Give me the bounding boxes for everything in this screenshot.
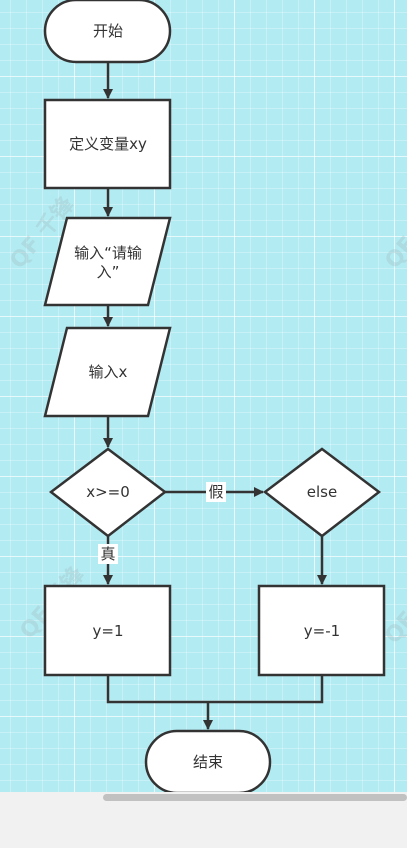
edge-label-true-text: 真 xyxy=(100,545,115,563)
node-prompt-input-label-line2: 入” xyxy=(97,263,120,281)
node-assign-negative-label: y=-1 xyxy=(304,622,340,640)
horizontal-scrollbar-thumb[interactable] xyxy=(103,794,407,801)
node-assign-negative[interactable]: y=-1 xyxy=(257,584,386,677)
node-input-x-label: 输入x xyxy=(89,363,128,381)
edge-label-false: 假 xyxy=(206,482,226,502)
node-define-variables-label: 定义变量xy xyxy=(69,135,147,153)
node-prompt-input-label-line1: 输入“请输 xyxy=(74,244,142,262)
node-assign-positive[interactable]: y=1 xyxy=(43,584,172,677)
node-start-label: 开始 xyxy=(93,22,123,40)
node-start[interactable]: 开始 xyxy=(43,0,172,64)
svg-text:QF: QF xyxy=(380,232,407,274)
node-else-label: else xyxy=(307,483,337,501)
node-define-variables[interactable]: 定义变量xy xyxy=(43,98,172,190)
node-end[interactable]: 结束 xyxy=(144,729,272,792)
edge-label-false-text: 假 xyxy=(208,483,223,501)
edge-assign-pos-to-join xyxy=(106,675,324,704)
node-condition[interactable]: x>=0 xyxy=(48,447,168,538)
flowchart-diagram: QF 千锋 QF 千锋 QF QF 假 真 xyxy=(5,0,407,792)
node-assign-positive-label: y=1 xyxy=(93,622,124,640)
flowchart-canvas[interactable]: QF 千锋 QF 千锋 QF QF 假 真 xyxy=(0,0,407,792)
node-end-label: 结束 xyxy=(193,753,223,771)
node-else[interactable]: else xyxy=(262,447,382,538)
node-prompt-input[interactable]: 输入“请输 入” xyxy=(43,216,172,307)
node-condition-label: x>=0 xyxy=(86,483,130,501)
edge-label-true: 真 xyxy=(98,544,118,564)
node-input-x[interactable]: 输入x xyxy=(43,326,172,418)
